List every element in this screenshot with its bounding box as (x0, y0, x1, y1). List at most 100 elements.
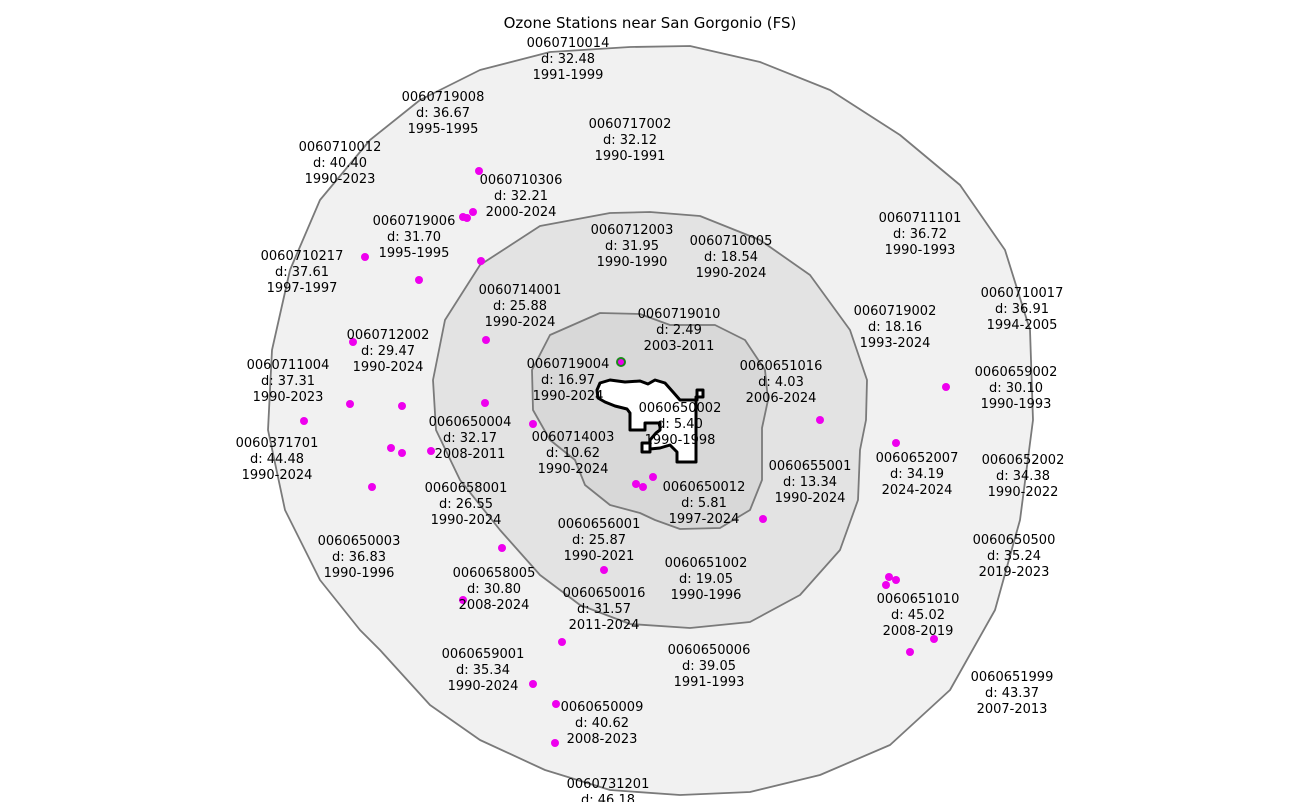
station-label-d: d: 40.40 (313, 156, 367, 171)
station-label-d: d: 5.81 (681, 496, 727, 511)
station-label-years: 1990-1993 (885, 243, 956, 258)
map-title: Ozone Stations near San Gorgonio (FS) (504, 14, 797, 32)
station-label-id: 0060717002 (589, 117, 672, 132)
station-label-id: 0060656001 (558, 517, 641, 532)
station-marker[interactable] (481, 399, 489, 407)
station-label-years: 2008-2023 (567, 732, 638, 747)
station-marker[interactable] (427, 447, 435, 455)
station-label-id: 0060731201 (567, 777, 650, 792)
station-marker[interactable] (346, 400, 354, 408)
station-marker[interactable] (482, 336, 490, 344)
station-marker[interactable] (387, 444, 395, 452)
station-marker[interactable] (551, 739, 559, 747)
station-points (300, 167, 950, 747)
station-label-id: 0060710014 (527, 36, 610, 51)
station-marker[interactable] (892, 439, 900, 447)
station-marker[interactable] (892, 576, 900, 584)
station-label-d: d: 44.48 (250, 452, 304, 467)
station-marker[interactable] (882, 581, 890, 589)
station-label-d: d: 31.95 (605, 239, 659, 254)
station-marker[interactable] (368, 483, 376, 491)
station-label-years: 1990-2024 (431, 513, 502, 528)
station-marker[interactable] (649, 473, 657, 481)
station-marker[interactable] (759, 515, 767, 523)
station-label-d: d: 10.62 (546, 446, 600, 461)
station-marker[interactable] (477, 257, 485, 265)
station-label-id: 0060711101 (879, 211, 962, 226)
station-marker[interactable] (942, 383, 950, 391)
station-label-years: 2008-2024 (459, 598, 530, 613)
station-marker[interactable] (558, 638, 566, 646)
station-marker[interactable] (885, 573, 893, 581)
station-label-d: d: 25.88 (493, 299, 547, 314)
station-label-years: 1993-2024 (860, 336, 931, 351)
station-label-id: 0060719006 (373, 214, 456, 229)
station-marker[interactable] (349, 338, 357, 346)
station-marker[interactable] (475, 167, 483, 175)
station-marker[interactable] (816, 416, 824, 424)
station-label-years: 1990-2022 (988, 485, 1059, 500)
station-label-d: d: 26.55 (439, 497, 493, 512)
station-marker[interactable] (498, 544, 506, 552)
station-label-d: d: 45.02 (891, 608, 945, 623)
station-label-years: 1990-2021 (564, 549, 635, 564)
station-label-d: d: 19.05 (679, 572, 733, 587)
station-marker[interactable] (459, 596, 467, 604)
station-marker[interactable] (552, 700, 560, 708)
station-marker[interactable] (529, 420, 537, 428)
station-label-d: d: 37.31 (261, 374, 315, 389)
station-label-id: 0060719008 (402, 90, 485, 105)
nearest-station-marker[interactable] (616, 357, 626, 367)
station-marker[interactable] (600, 566, 608, 574)
station-marker[interactable] (639, 483, 647, 491)
station-label-d: d: 34.38 (996, 469, 1050, 484)
station-marker[interactable] (469, 208, 477, 216)
station-marker[interactable] (300, 417, 308, 425)
station-label-d: d: 5.40 (657, 417, 703, 432)
station-label-d: d: 36.83 (332, 550, 386, 565)
station-label-id: 0060714003 (532, 430, 615, 445)
station-label-id: 0060658005 (453, 566, 536, 581)
station-marker[interactable] (361, 253, 369, 261)
station-label-d: d: 39.05 (682, 659, 736, 674)
forest-boundary (595, 378, 705, 464)
station-marker[interactable] (415, 276, 423, 284)
station-label-id: 0060659002 (975, 365, 1058, 380)
station-label-years: 2019-2023 (979, 565, 1050, 580)
station-marker[interactable] (906, 648, 914, 656)
station-marker[interactable] (930, 635, 938, 643)
station-label-years: 1990-1996 (324, 566, 395, 581)
station-label-years: 1990-1990 (597, 255, 668, 270)
station-label-d: d: 32.21 (494, 189, 548, 204)
station-label-years: 1997-1997 (267, 281, 338, 296)
station-label-years: 1991-1999 (533, 68, 604, 83)
station-label-id: 0060650004 (429, 415, 512, 430)
station-label-id: 0060719004 (527, 357, 610, 372)
station-label-years: 1990-2023 (253, 390, 324, 405)
station-marker[interactable] (463, 214, 471, 222)
station-marker[interactable] (529, 680, 537, 688)
station-label-years: 2006-2024 (746, 391, 817, 406)
station-label-years: 2011-2024 (569, 618, 640, 633)
station-marker[interactable] (398, 402, 406, 410)
station-label-d: d: 18.54 (704, 250, 758, 265)
station-marker[interactable] (398, 449, 406, 457)
station-label-d: d: 36.72 (893, 227, 947, 242)
station-label-id: 0060650500 (973, 533, 1056, 548)
station-marker[interactable] (632, 480, 640, 488)
